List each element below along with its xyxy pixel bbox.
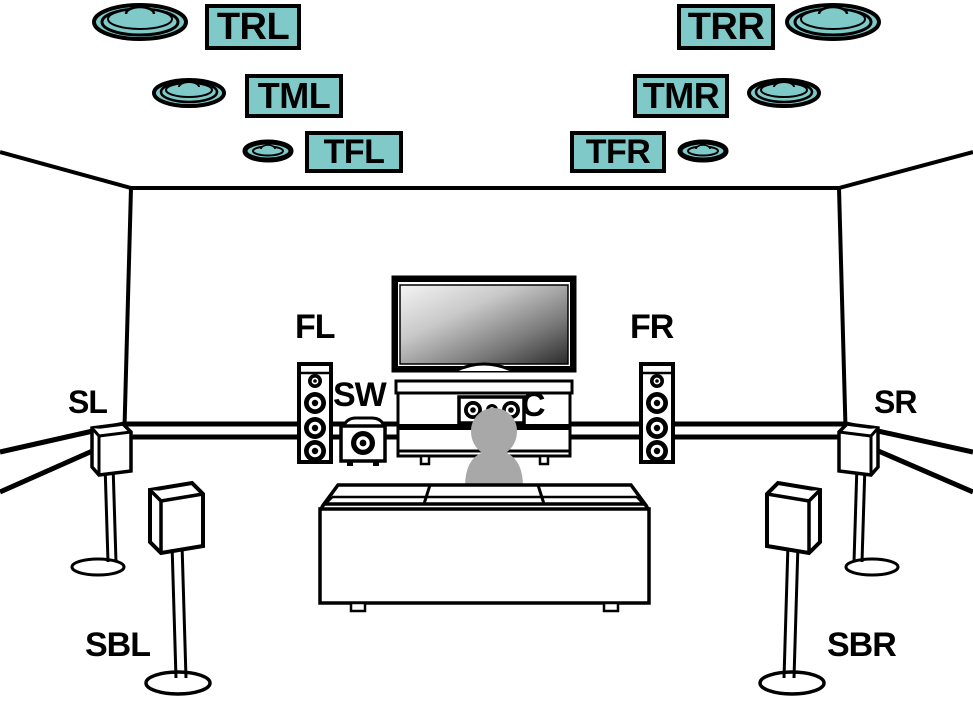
surround-back-right-stand-speaker xyxy=(758,480,826,696)
trl-speaker xyxy=(92,3,188,41)
flat-panel-tv xyxy=(391,275,577,373)
tmr-speaker xyxy=(747,78,821,108)
label-sw: SW xyxy=(333,376,387,414)
surround-back-left-stand-speaker xyxy=(144,480,212,696)
trr-speaker xyxy=(785,3,881,41)
ceiling-edge-line xyxy=(0,150,973,190)
room-walls xyxy=(0,150,973,447)
label-sbr: SBR xyxy=(827,626,897,664)
tfr-speaker xyxy=(677,139,729,163)
tml-speaker xyxy=(152,78,226,108)
label-sl: SL xyxy=(68,384,108,420)
label-sbl: SBL xyxy=(85,626,151,664)
ceiling-label-tfr: TFR xyxy=(570,131,666,173)
subwoofer xyxy=(339,416,388,466)
surround-right-stand-speaker xyxy=(837,422,900,577)
front-left-tower-speaker xyxy=(297,362,333,464)
seated-listener xyxy=(464,408,524,488)
label-fr: FR xyxy=(630,308,674,346)
label-c: C xyxy=(521,386,546,424)
front-right-tower-speaker xyxy=(639,362,675,464)
right-corner-line xyxy=(837,187,848,447)
tfl-speaker xyxy=(242,139,294,163)
ceiling-label-trr: TRR xyxy=(677,4,775,50)
left-corner-line xyxy=(122,187,133,447)
ceiling-label-tml: TML xyxy=(245,74,343,118)
surround-left-stand-speaker xyxy=(70,422,133,577)
ceiling-label-trl: TRL xyxy=(205,4,301,50)
label-fl: FL xyxy=(295,308,336,346)
label-sr: SR xyxy=(874,384,917,420)
sofa xyxy=(318,483,651,613)
ceiling-label-tmr: TMR xyxy=(633,74,729,118)
ceiling-label-tfl: TFL xyxy=(305,131,403,173)
